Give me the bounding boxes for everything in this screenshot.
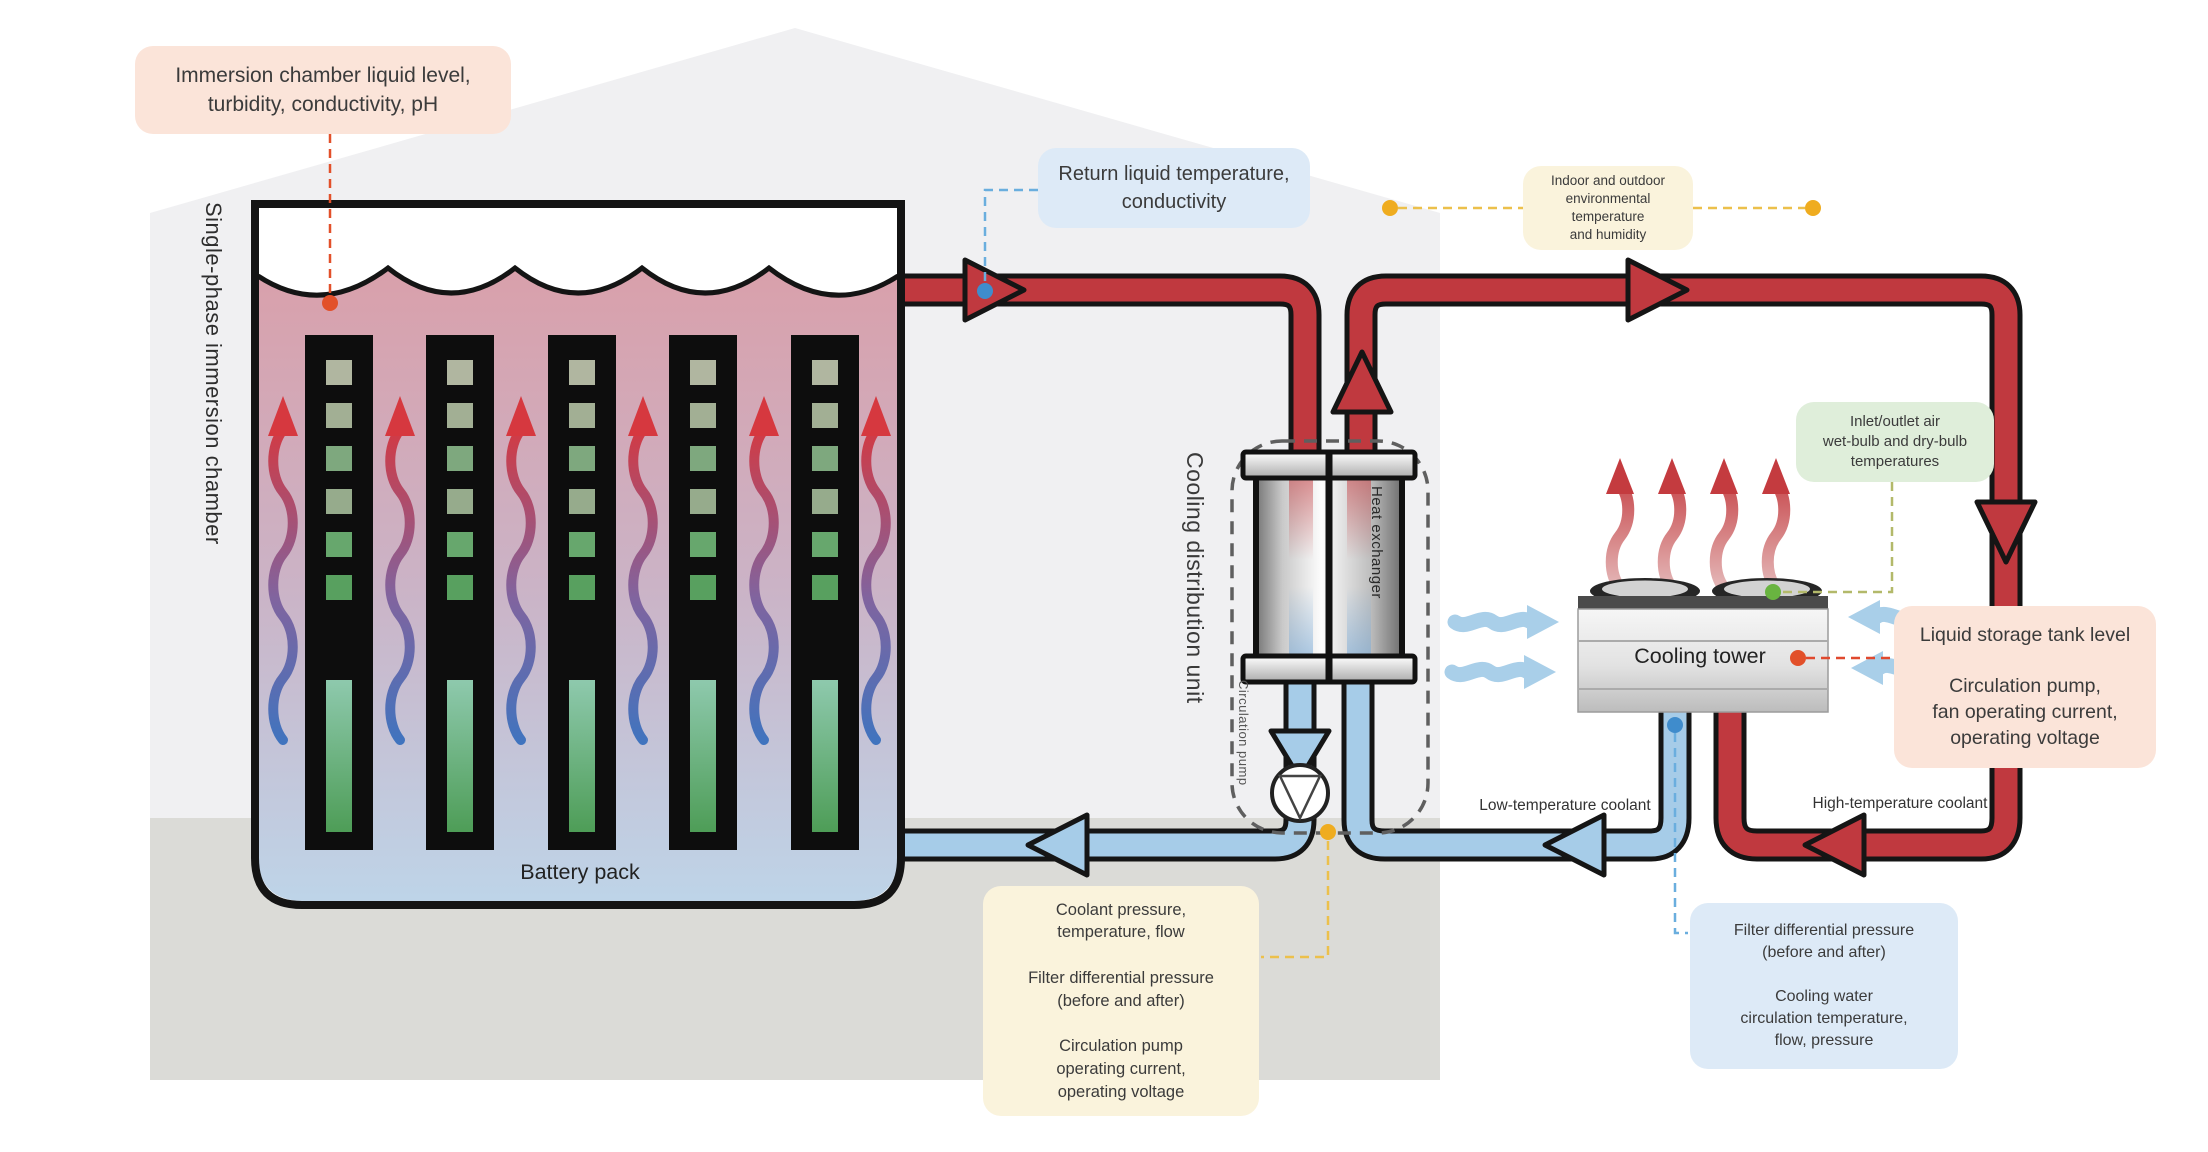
dashed-connector xyxy=(1261,841,1330,959)
air-inlet-arrow-icon xyxy=(1452,655,1556,689)
flow-arrow-right-icon xyxy=(962,257,1027,323)
dashed-connector xyxy=(983,188,1038,282)
flow-arrow-left-icon xyxy=(1025,812,1090,878)
chamber-border xyxy=(251,200,905,909)
flow-arrow-down-icon xyxy=(1974,499,2038,565)
low-temp-coolant-label: Low-temperature coolant xyxy=(1479,797,1651,814)
annotation-environment: Indoor and outdoor environmental tempera… xyxy=(1523,166,1693,250)
pipes xyxy=(896,257,2038,878)
high-temp-coolant-label: High-temperature coolant xyxy=(1812,795,1988,812)
cold-loop-pipe-fill xyxy=(1346,672,1687,857)
liquid-surface-wave xyxy=(256,264,900,298)
cooling-distribution-unit xyxy=(1230,439,1430,835)
heat-exchanger xyxy=(1240,449,1418,685)
exhaust-heat-arrow-icon xyxy=(1762,458,1790,588)
air-inlet-arrow-icon xyxy=(1455,605,1559,639)
heat-exchanger-label: Heat exchanger xyxy=(1368,486,1385,599)
immersion-chamber xyxy=(251,200,905,909)
cooling-tower xyxy=(1452,458,1955,713)
flow-arrow-up-icon xyxy=(1330,349,1394,415)
hot-loop-pipe-fill xyxy=(1349,278,2018,857)
annotation-immersion-chamber: Immersion chamber liquid level, turbidit… xyxy=(135,46,511,134)
flow-arrow-left-icon xyxy=(1542,812,1607,878)
annotation-air-bulbs: Inlet/outlet air wet-bulb and dry-bulb t… xyxy=(1796,402,1994,482)
annotation-coolant-metrics: Coolant pressure, temperature, flow Filt… xyxy=(983,886,1259,1116)
dashed-connector xyxy=(1673,733,1688,935)
sensor-connectors xyxy=(322,134,1894,959)
battery-slot xyxy=(305,335,373,850)
cooling-tower-label: Cooling tower xyxy=(1634,644,1766,668)
sensor-dot-env-outdoor xyxy=(1805,200,1821,216)
exhaust-heat-arrow-icon xyxy=(1606,458,1634,588)
annotation-filter-cooling-water: Filter differential pressure (before and… xyxy=(1690,903,1958,1069)
battery-slot xyxy=(548,335,616,850)
flow-arrow-left-icon xyxy=(1802,812,1867,878)
sensor-dot-tower xyxy=(1790,650,1806,666)
battery-slot xyxy=(426,335,494,850)
distribution-unit-border xyxy=(1230,439,1430,835)
circulation-pump-label: Circulation pump xyxy=(1236,680,1251,786)
sensor-dot-env-indoor xyxy=(1382,200,1398,216)
tower-body xyxy=(1577,608,1829,713)
dashed-connector xyxy=(1783,482,1894,594)
flow-arrow-right-icon xyxy=(1625,257,1690,323)
sensor-dot-liquid xyxy=(322,295,338,311)
sensor-dot-pump xyxy=(1320,824,1336,840)
exhaust-heat-arrow-icon xyxy=(1658,458,1686,588)
chamber-side-title: Single-phase immersion chamber xyxy=(201,202,226,545)
battery-slot xyxy=(791,335,859,850)
distribution-unit-title: Cooling distribution unit xyxy=(1182,452,1208,704)
circulation-pump-icon xyxy=(1270,763,1330,823)
annotation-tank: Liquid storage tank level Circulation pu… xyxy=(1894,606,2156,768)
fan-deck xyxy=(1578,596,1828,609)
flow-arrow-down-icon xyxy=(1268,728,1332,782)
sensor-dot-air xyxy=(1765,584,1781,600)
hot-supply-pipe-fill xyxy=(896,278,1317,470)
annotation-return-liquid: Return liquid temperature, conductivity xyxy=(1038,148,1310,228)
sensor-dot-cooling-water xyxy=(1667,717,1683,733)
sensor-dot-return xyxy=(977,283,993,299)
exhaust-heat-arrow-icon xyxy=(1710,458,1738,588)
battery-pack-label: Battery pack xyxy=(520,860,640,884)
battery-slot xyxy=(669,335,737,850)
